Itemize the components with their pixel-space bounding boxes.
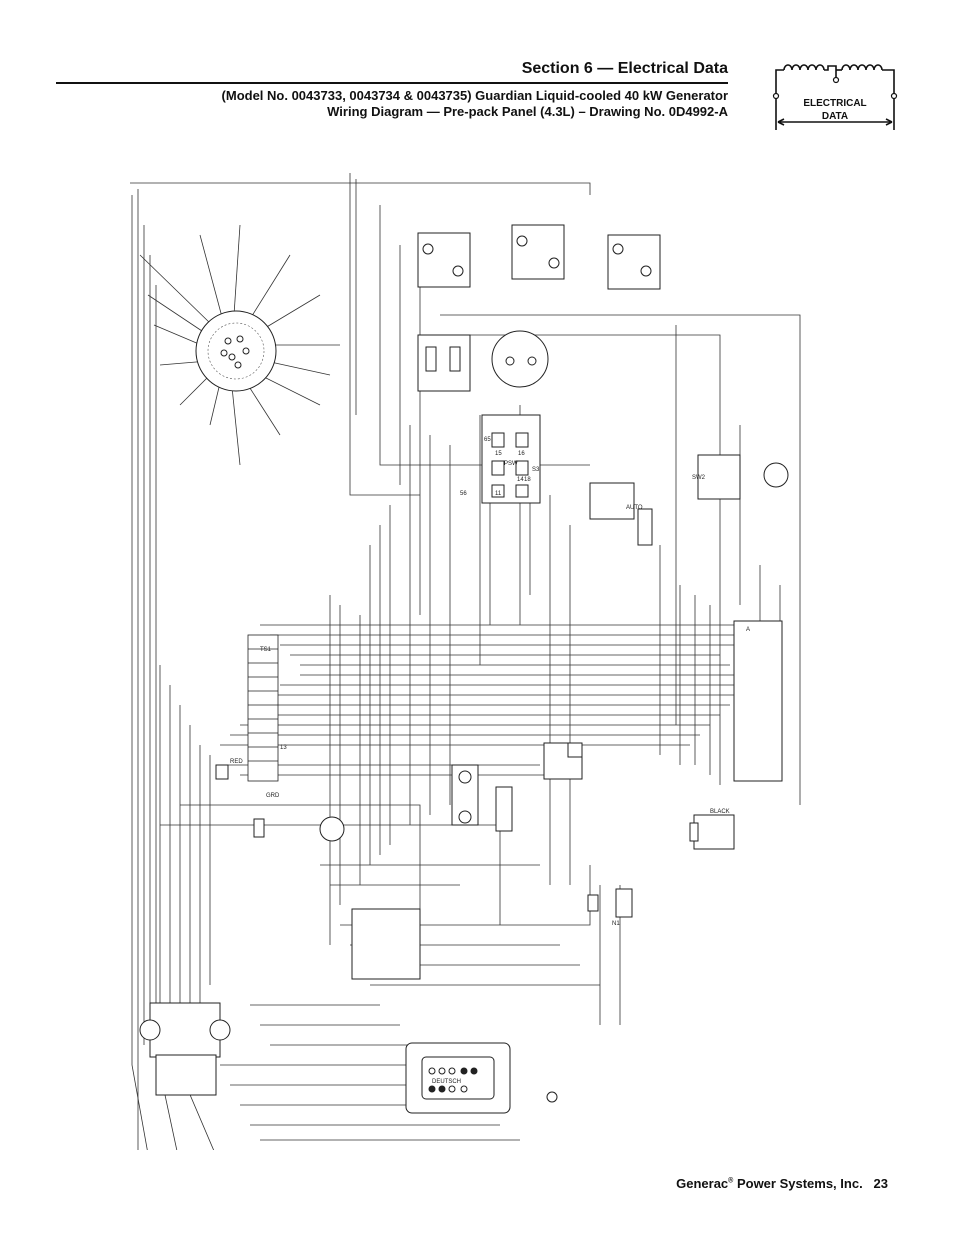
terminal-56: 56 [460,491,467,497]
wiring-diagram-svg: TS1 PSW SW2 AUTO BLACK RED GRD DEUTSCH N… [130,173,801,1166]
auto-switch [589,482,653,546]
electrical-data-badge: ELECTRICAL DATA [770,56,900,134]
page-number: 23 [873,1176,888,1191]
deutsch-label: DEUTSCH [432,1079,461,1085]
section-title: Section 6 — Electrical Data [521,60,728,77]
auto-label: AUTO [626,505,643,511]
wiring-diagram: TS1 PSW SW2 AUTO BLACK RED GRD DEUTSCH N… [120,165,820,1166]
terminal-16: 16 [518,451,525,457]
s3-label: S3 [532,467,540,473]
board-a-label: A [746,627,750,633]
red-label: RED [230,759,243,765]
badge-line-1: ELECTRICAL [803,98,867,109]
page-footer: Generac® Power Systems, Inc. 23 [676,1176,888,1191]
header-rule [56,82,728,84]
subtitle-line-1: (Model No. 0043733, 0043734 & 0043735) G… [221,88,728,103]
psw-label: PSW [504,461,518,467]
ts1-terminal-strip [247,634,279,782]
bottom-left-connector [139,1002,231,1096]
psw-switch [481,414,541,504]
n1-terminal [587,888,633,918]
diagram-subtitle: (Model No. 0043733, 0043734 & 0043735) G… [222,88,728,120]
terminal-65: 65 [484,437,491,443]
terminal-14: 14 [517,477,524,483]
sw2-label: SW2 [692,475,706,481]
fuse-holder [417,334,471,392]
top-relays [417,224,661,290]
terminal-15: 15 [495,451,502,457]
footer-brand: Generac [676,1176,729,1191]
badge-line-2: DATA [821,111,849,122]
terminal-13: 13 [280,745,287,751]
black-label: BLACK [710,809,730,815]
subtitle-line-2: Wiring Diagram — Pre-pack Panel (4.3L) –… [327,104,728,119]
coil-schematic-icon [772,64,898,130]
terminal-18: 18 [524,477,531,483]
footer-company: Power Systems, Inc. [733,1176,863,1191]
black-connector [689,814,735,850]
terminal-11: 11 [495,491,502,497]
ts1-label: TS1 [260,647,272,653]
n1-label: N1 [612,921,620,927]
lower-components [215,742,583,980]
deutsch-connector [405,1042,558,1114]
sw2-switch [697,454,789,500]
grd-label: GRD [266,793,280,799]
star-connector [195,310,277,392]
registered-mark: ® [728,1177,734,1185]
control-board-a [733,620,783,782]
circuit-breaker [491,330,549,388]
